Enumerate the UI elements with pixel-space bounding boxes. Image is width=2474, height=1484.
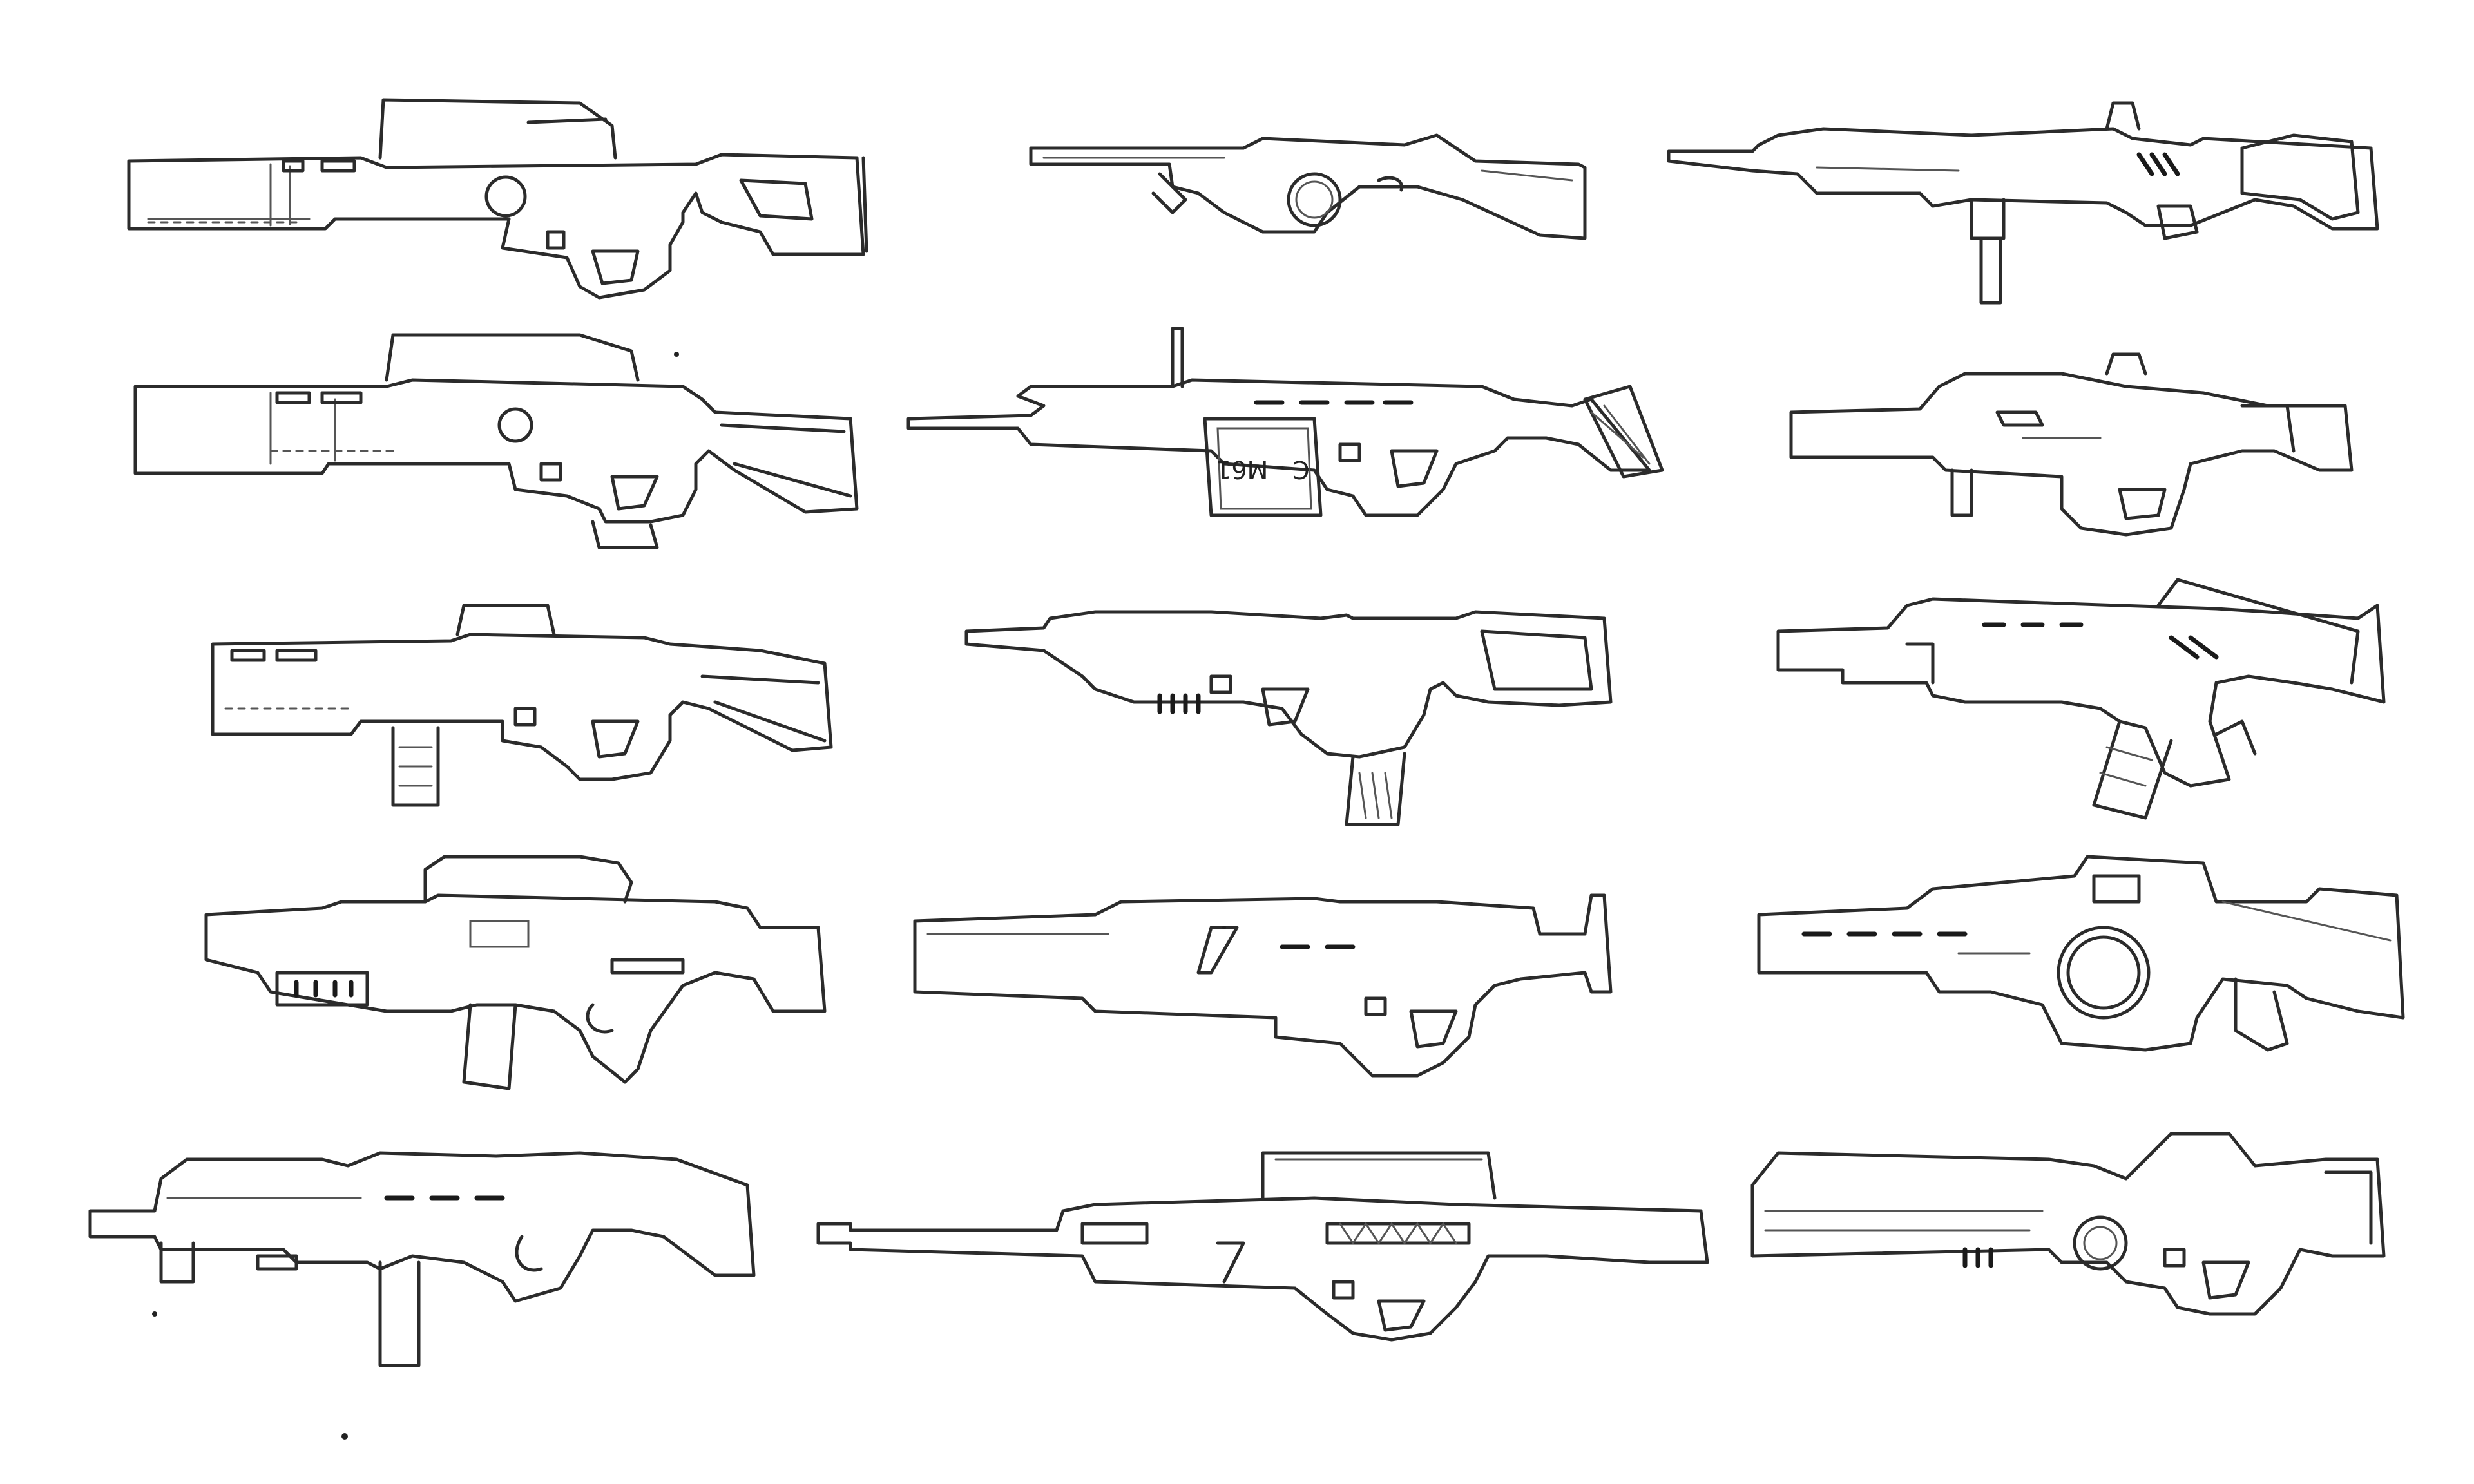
stray-mark — [341, 1433, 348, 1440]
weapon-sketch — [1029, 133, 1587, 240]
stray-mark — [1222, 926, 1226, 929]
stray-mark — [152, 1311, 157, 1317]
weapon-sketch — [816, 1151, 1709, 1342]
weapon-sketch: C - M61 — [906, 327, 1664, 517]
stray-mark — [674, 352, 679, 357]
weapon-sketch — [1757, 855, 2405, 1052]
weapon-sketch — [1789, 352, 2354, 537]
weapon-sketch — [1776, 578, 2386, 820]
weapon-sketch — [1667, 101, 2379, 305]
weapon-sketch — [913, 893, 1613, 1078]
weapon-sketch — [127, 98, 868, 300]
weapon-sketch — [964, 610, 1613, 826]
weapon-sketch — [88, 1151, 756, 1367]
weapon-sketch — [204, 855, 827, 1090]
weapon-sketch — [211, 604, 833, 807]
magazine-label: C - M61 — [1216, 455, 1310, 484]
weapon-sketch — [1750, 1132, 2386, 1316]
weapon-sketch — [133, 333, 859, 549]
